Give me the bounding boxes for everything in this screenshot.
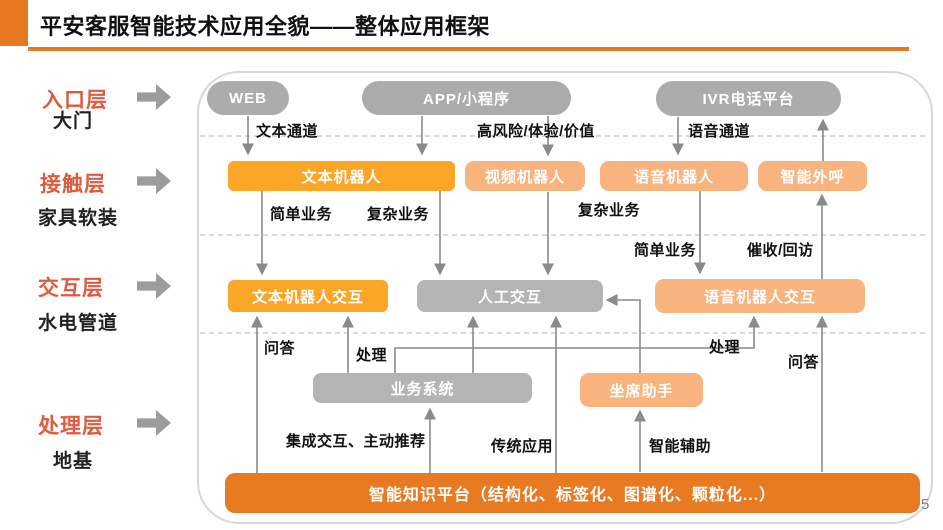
- layer-processing-label: 处理层: [38, 415, 104, 438]
- flow-label-simple-biz-text: 简单业务: [270, 206, 333, 223]
- node-text-robot-interaction: 文本机器人交互: [228, 280, 388, 312]
- flow-label-smart-assist: 智能辅助: [649, 438, 712, 455]
- title-underline: [28, 47, 909, 51]
- flow-label-process-voice: 处理: [709, 339, 741, 356]
- flow-label-qa-voice: 问答: [788, 354, 820, 371]
- node-video-robot: 视频机器人: [465, 161, 585, 191]
- node-voice-robot: 语音机器人: [600, 161, 748, 191]
- right-arrow-icon: [137, 410, 171, 436]
- node-knowledge-platform: 智能知识平台（结构化、标签化、图谱化、颗粒化...）: [225, 473, 920, 513]
- flow-label-high-risk: 高风险/体验/价值: [477, 123, 595, 140]
- node-text-robot: 文本机器人: [228, 161, 455, 191]
- page-number: 5: [921, 496, 930, 513]
- layer-entry-metaphor: 大门: [53, 111, 94, 132]
- node-human-interaction: 人工交互: [417, 280, 603, 312]
- layer-interaction-label: 交互层: [38, 277, 104, 300]
- layer-processing-metaphor: 地基: [53, 451, 94, 472]
- diagram-frame: [197, 71, 933, 524]
- layer-interaction-metaphor: 水电管道: [38, 313, 119, 334]
- flow-label-qa-text: 问答: [264, 340, 296, 357]
- page-title: 平安客服智能技术应用全貌——整体应用框架: [40, 14, 491, 39]
- title-accent-block: [0, 0, 28, 46]
- flow-label-integrated-push: 集成交互、主动推荐: [286, 433, 426, 450]
- node-app: APP/小程序: [362, 81, 571, 115]
- node-ivr: IVR电话平台: [656, 81, 841, 116]
- flow-label-collection-callback: 催收/回访: [747, 242, 814, 259]
- node-agent-assistant: 坐席助手: [580, 373, 703, 407]
- flow-label-complex-biz-video: 复杂业务: [578, 202, 641, 219]
- layer-entry-label: 入口层: [42, 89, 108, 112]
- flow-label-voice-channel: 语音通道: [688, 123, 751, 140]
- layer-contact-label: 接触层: [40, 173, 106, 196]
- right-arrow-icon: [137, 273, 171, 299]
- layer-contact-metaphor: 家具软装: [38, 208, 119, 229]
- right-arrow-icon: [137, 168, 171, 194]
- right-arrow-icon: [137, 84, 171, 110]
- node-business-system: 业务系统: [313, 373, 532, 403]
- flow-label-traditional-app: 传统应用: [491, 438, 554, 455]
- node-smart-outbound: 智能外呼: [758, 161, 867, 191]
- flow-label-process-text: 处理: [356, 347, 388, 364]
- flow-label-complex-biz-text: 复杂业务: [367, 206, 430, 223]
- flow-label-simple-biz-voice: 简单业务: [634, 242, 697, 259]
- flow-label-text-channel: 文本通道: [256, 123, 319, 140]
- node-web: WEB: [207, 81, 289, 115]
- node-voice-robot-interaction: 语音机器人交互: [655, 279, 865, 313]
